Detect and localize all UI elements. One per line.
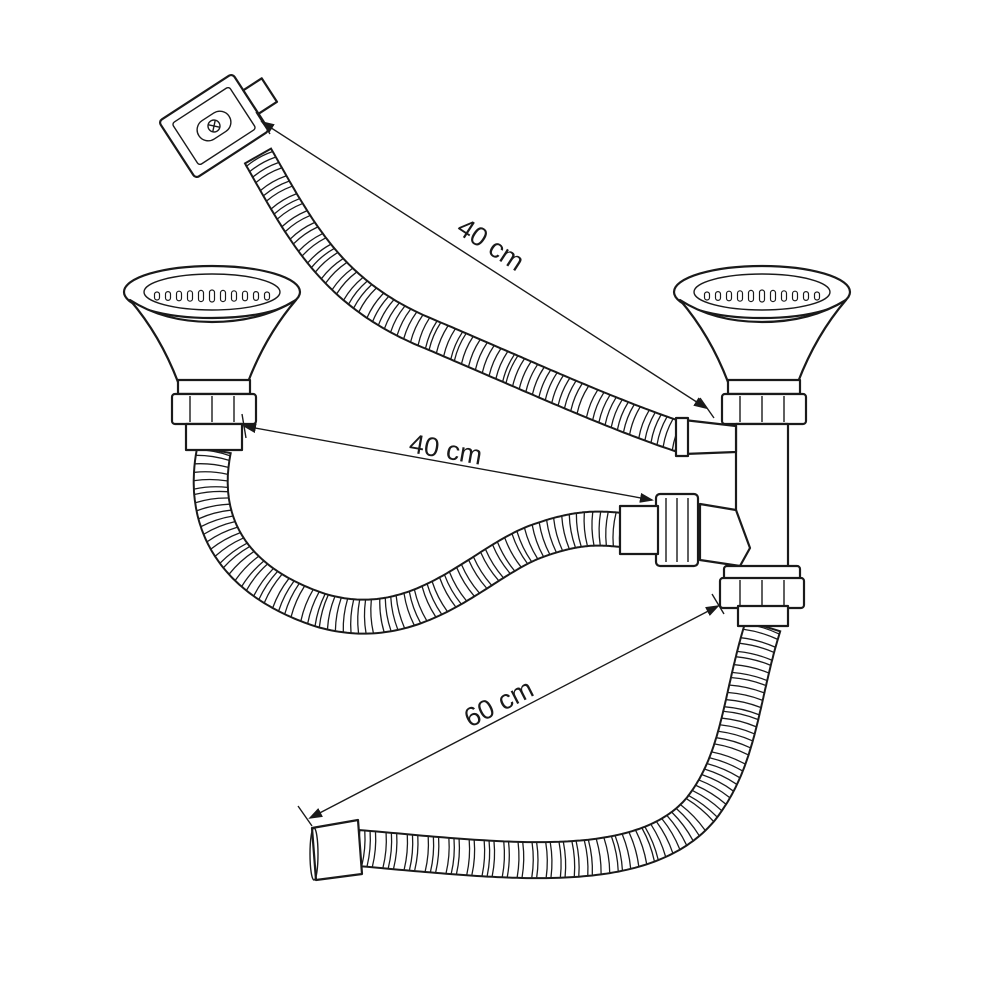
left-strainer-basket-icon [122,264,302,452]
outlet-hose-length-label: 60 cm [459,673,538,733]
square-overflow-plate-icon [159,73,279,179]
dimension-connecting-hose [241,413,654,503]
overflow-hose-length-label: 40 cm [452,212,530,277]
dimension-outlet-hose [297,593,725,827]
overflow-corrugated-hose [243,147,687,453]
connecting-hose-length-label: 40 cm [407,428,485,470]
outlet-corrugated-hose [355,619,782,880]
outlet-hose-end-tube [310,818,364,882]
dimension-overflow-hose [255,111,715,419]
right-strainer-and-tee-body [618,264,852,628]
connecting-corrugated-hose [192,445,625,635]
